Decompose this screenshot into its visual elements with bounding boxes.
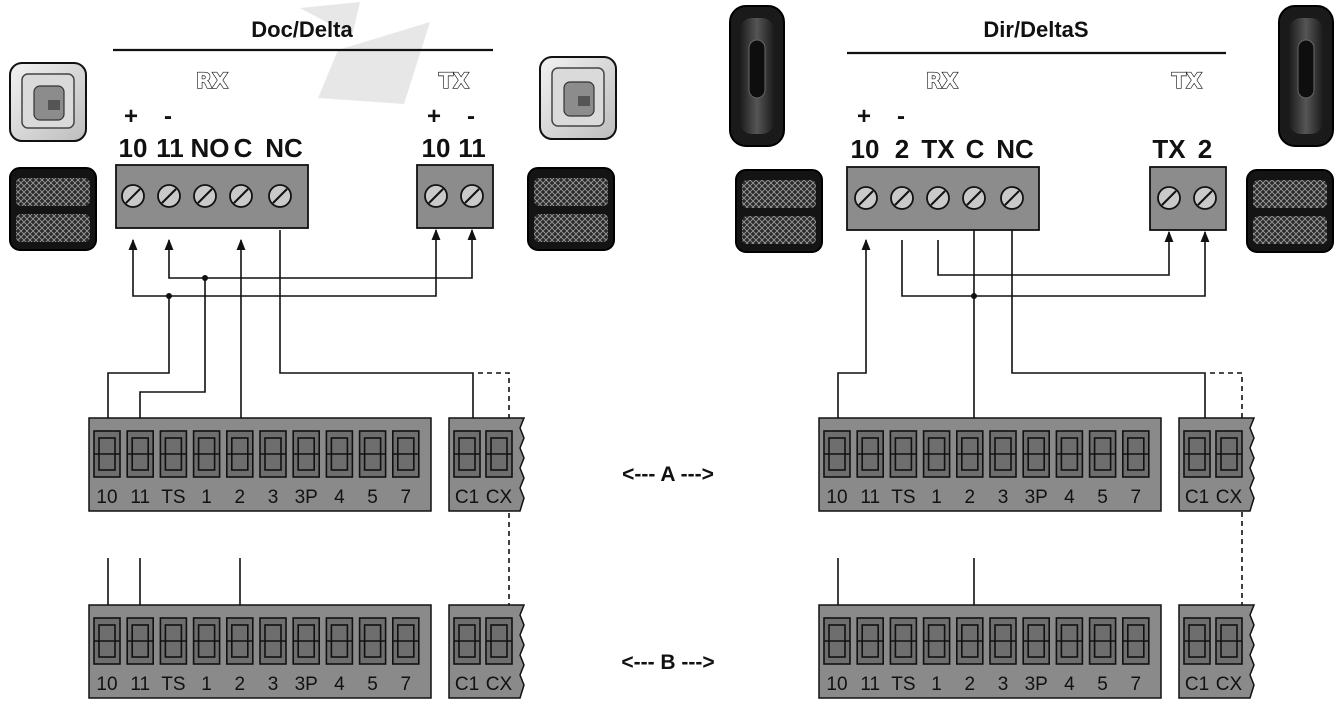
board-terminal-label: 4 xyxy=(1064,674,1075,695)
right-rx-terminal-label: 10 xyxy=(851,134,880,164)
left-rx-terminal-label: 10 xyxy=(119,133,148,163)
right-rx-polarity: - xyxy=(897,103,905,130)
left-tx-terminal-label: 11 xyxy=(458,133,486,163)
right-panel-title: Dir/DeltaS xyxy=(983,17,1088,42)
photocell-device-icon xyxy=(9,62,87,142)
photocell-device-icon xyxy=(1246,169,1334,253)
board-aux-label: CX xyxy=(486,674,513,695)
left-tx-terminal-block xyxy=(416,164,494,229)
board-terminal-label: 5 xyxy=(1097,487,1108,508)
board-terminal-label: 7 xyxy=(1131,674,1142,695)
board-terminal-label: 1 xyxy=(931,487,942,508)
board-aux-label: C1 xyxy=(455,487,479,508)
left-rx-terminal-label: C xyxy=(234,133,253,163)
photocell-device-icon xyxy=(9,167,97,251)
board-terminal-label: 2 xyxy=(965,487,976,508)
left-tx-polarity: - xyxy=(467,103,475,130)
board-terminal-label: 2 xyxy=(965,674,976,695)
board-terminal-label: 4 xyxy=(1064,487,1075,508)
board-terminal-label: TS xyxy=(891,487,915,508)
board-terminal-label: 1 xyxy=(201,674,212,695)
watermark xyxy=(300,2,430,104)
left-rx-polarity: + xyxy=(124,103,138,130)
left-tx-terminal-label: 10 xyxy=(422,133,451,163)
left-rx-terminal-label: NO xyxy=(191,133,230,163)
board-aux-label: C1 xyxy=(1185,674,1209,695)
right-rx-terminal-block xyxy=(846,166,1040,231)
right-board-b: 10 11 TS 1 2 3 3P 4 5 7 C1 CX xyxy=(818,604,1256,699)
left-rx-terminal-label: NC xyxy=(265,133,303,163)
board-terminal-label: 5 xyxy=(1097,674,1108,695)
board-terminal-label: 3P xyxy=(1025,487,1048,508)
left-rx-terminal-block xyxy=(115,164,309,229)
board-terminal-label: 10 xyxy=(96,487,117,508)
left-rx-label: RX xyxy=(196,69,228,93)
board-terminal-label: 11 xyxy=(860,487,880,508)
right-tx-terminal-block xyxy=(1149,166,1227,231)
right-rx-terminal-label: C xyxy=(966,134,985,164)
right-rx-label: RX xyxy=(926,69,958,93)
photocell-device-icon xyxy=(735,169,823,253)
board-terminal-label: 10 xyxy=(826,487,847,508)
board-terminal-label: 11 xyxy=(860,674,880,695)
board-terminal-label: 4 xyxy=(334,487,345,508)
photocell-device-icon xyxy=(539,56,617,140)
board-terminal-label: 2 xyxy=(235,487,246,508)
board-terminal-label: 7 xyxy=(1131,487,1142,508)
board-terminal-label: 2 xyxy=(235,674,246,695)
board-terminal-label: 10 xyxy=(96,674,117,695)
board-terminal-label: TS xyxy=(891,674,915,695)
board-terminal-label: 3 xyxy=(268,674,279,695)
board-terminal-label: 3 xyxy=(998,487,1009,508)
board-terminal-label: 1 xyxy=(201,487,212,508)
right-tx-terminal-label: 2 xyxy=(1198,134,1212,164)
left-tx-polarity: + xyxy=(427,103,441,130)
board-terminal-label: 5 xyxy=(367,674,378,695)
right-wiring xyxy=(833,230,1247,624)
board-aux-label: CX xyxy=(1216,674,1243,695)
right-rx-terminal-label: TX xyxy=(921,134,955,164)
board-terminal-label: 11 xyxy=(130,674,150,695)
photocell-device-icon xyxy=(729,5,785,147)
board-terminal-label: 1 xyxy=(931,674,942,695)
board-terminal-label: 7 xyxy=(401,674,412,695)
board-aux-label: CX xyxy=(1216,487,1243,508)
right-rx-terminal-label: 2 xyxy=(895,134,909,164)
board-terminal-label: 3 xyxy=(998,674,1009,695)
photocell-device-icon xyxy=(1278,5,1334,147)
board-terminal-label: 11 xyxy=(130,487,150,508)
board-terminal-label: 3P xyxy=(295,487,318,508)
board-terminal-label: 7 xyxy=(401,487,412,508)
board-aux-label: C1 xyxy=(1185,487,1209,508)
connection-label-b: <--- B ---> xyxy=(621,651,714,674)
photocell-device-icon xyxy=(527,167,615,251)
board-terminal-label: TS xyxy=(161,674,185,695)
board-terminal-label: TS xyxy=(161,487,185,508)
board-aux-label: C1 xyxy=(455,674,479,695)
board-terminal-label: 10 xyxy=(826,674,847,695)
left-board-a: 10 11 TS 1 2 3 3P 4 5 7 C1 CX xyxy=(88,417,526,512)
connection-label-a: <--- A ---> xyxy=(622,463,714,486)
left-panel-title: Doc/Delta xyxy=(251,17,353,42)
board-terminal-label: 5 xyxy=(367,487,378,508)
board-terminal-label: 3 xyxy=(268,487,279,508)
right-rx-polarity: + xyxy=(857,103,871,130)
left-board-b: 10 11 TS 1 2 3 3P 4 5 7 C1 CX xyxy=(88,604,526,699)
left-rx-terminal-label: 11 xyxy=(156,133,184,163)
board-aux-label: CX xyxy=(486,487,513,508)
right-board-a: 10 11 TS 1 2 3 3P 4 5 7 C1 CX xyxy=(818,417,1256,512)
left-tx-label: TX xyxy=(439,69,470,93)
right-tx-label: TX xyxy=(1172,69,1203,93)
board-terminal-label: 4 xyxy=(334,674,345,695)
board-terminal-label: 3P xyxy=(1025,674,1048,695)
right-rx-terminal-label: NC xyxy=(996,134,1034,164)
board-terminal-label: 3P xyxy=(295,674,318,695)
right-tx-terminal-label: TX xyxy=(1152,134,1186,164)
left-rx-polarity: - xyxy=(164,103,172,130)
